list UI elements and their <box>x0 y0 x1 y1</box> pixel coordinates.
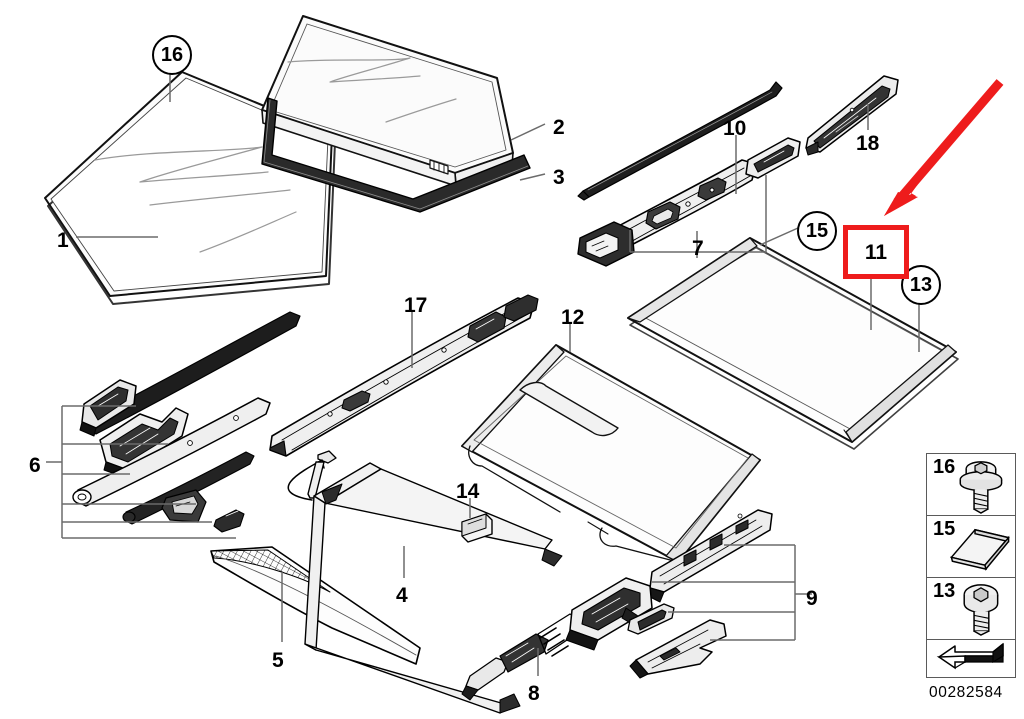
direction-arrow-icon <box>936 642 1004 670</box>
part-3-seal-gasket <box>261 97 531 213</box>
legend-row-13-label: 13 <box>933 580 956 602</box>
legend-row-16-label: 16 <box>933 456 956 478</box>
diagram-id-label: 00282584 <box>929 684 1003 701</box>
part-9-slider-mechanism-group <box>565 509 773 679</box>
callout-1: 1 <box>57 229 69 252</box>
legend-row-direction <box>927 640 1015 677</box>
callout-13: 13 <box>901 265 941 305</box>
callout-16-label: 16 <box>160 44 184 66</box>
legend-box: 16 15 <box>926 453 1016 678</box>
leader-15 <box>759 227 799 246</box>
part-10-trim-strip <box>577 81 783 201</box>
callout-15: 15 <box>797 211 837 251</box>
callout-3: 3 <box>553 166 565 189</box>
highlighted-callout-11[interactable]: 11 <box>843 225 909 279</box>
highlight-arrow <box>884 79 1004 216</box>
part-7-guide-rail-assembly <box>577 137 801 267</box>
leader-lines <box>46 71 920 676</box>
legend-row-13: 13 <box>927 578 1015 640</box>
part-17-guide-rail-long <box>269 294 539 457</box>
torx-screw-icon <box>963 584 999 636</box>
part-4-drain-tube-frame <box>287 450 563 714</box>
part-11-sunshade-frame <box>627 237 959 450</box>
callout-16: 16 <box>152 35 192 75</box>
callout-15-label: 15 <box>805 220 829 242</box>
callout-18: 18 <box>856 132 880 155</box>
part-12-headliner-sunshade <box>461 344 761 563</box>
legend-row-15-label: 15 <box>933 518 956 540</box>
leader-2 <box>510 123 546 141</box>
callout-7: 7 <box>692 237 704 260</box>
part-14-clip <box>461 513 493 543</box>
shim-plate-icon <box>950 528 1010 571</box>
highlighted-callout-11-label: 11 <box>864 240 888 264</box>
callout-13-label: 13 <box>909 274 933 296</box>
callout-12: 12 <box>561 306 585 329</box>
callout-9: 9 <box>806 587 818 610</box>
callout-10: 10 <box>723 117 747 140</box>
callout-17: 17 <box>404 294 428 317</box>
callout-4: 4 <box>396 584 408 607</box>
flange-bolt-icon <box>959 461 1003 514</box>
callout-14: 14 <box>456 480 480 503</box>
leader-7-bracket <box>629 175 767 253</box>
callout-5: 5 <box>272 649 284 672</box>
callout-2: 2 <box>553 116 565 139</box>
callout-6: 6 <box>29 454 41 477</box>
callout-8: 8 <box>528 682 540 705</box>
legend-row-16: 16 <box>927 454 1015 516</box>
part-18-guide-rail-short <box>805 75 899 156</box>
legend-row-15: 15 <box>927 516 1015 578</box>
leader-3 <box>519 173 546 181</box>
part-8-drive-cable <box>461 613 581 701</box>
part-6-lifting-mechanism-group <box>72 311 301 533</box>
